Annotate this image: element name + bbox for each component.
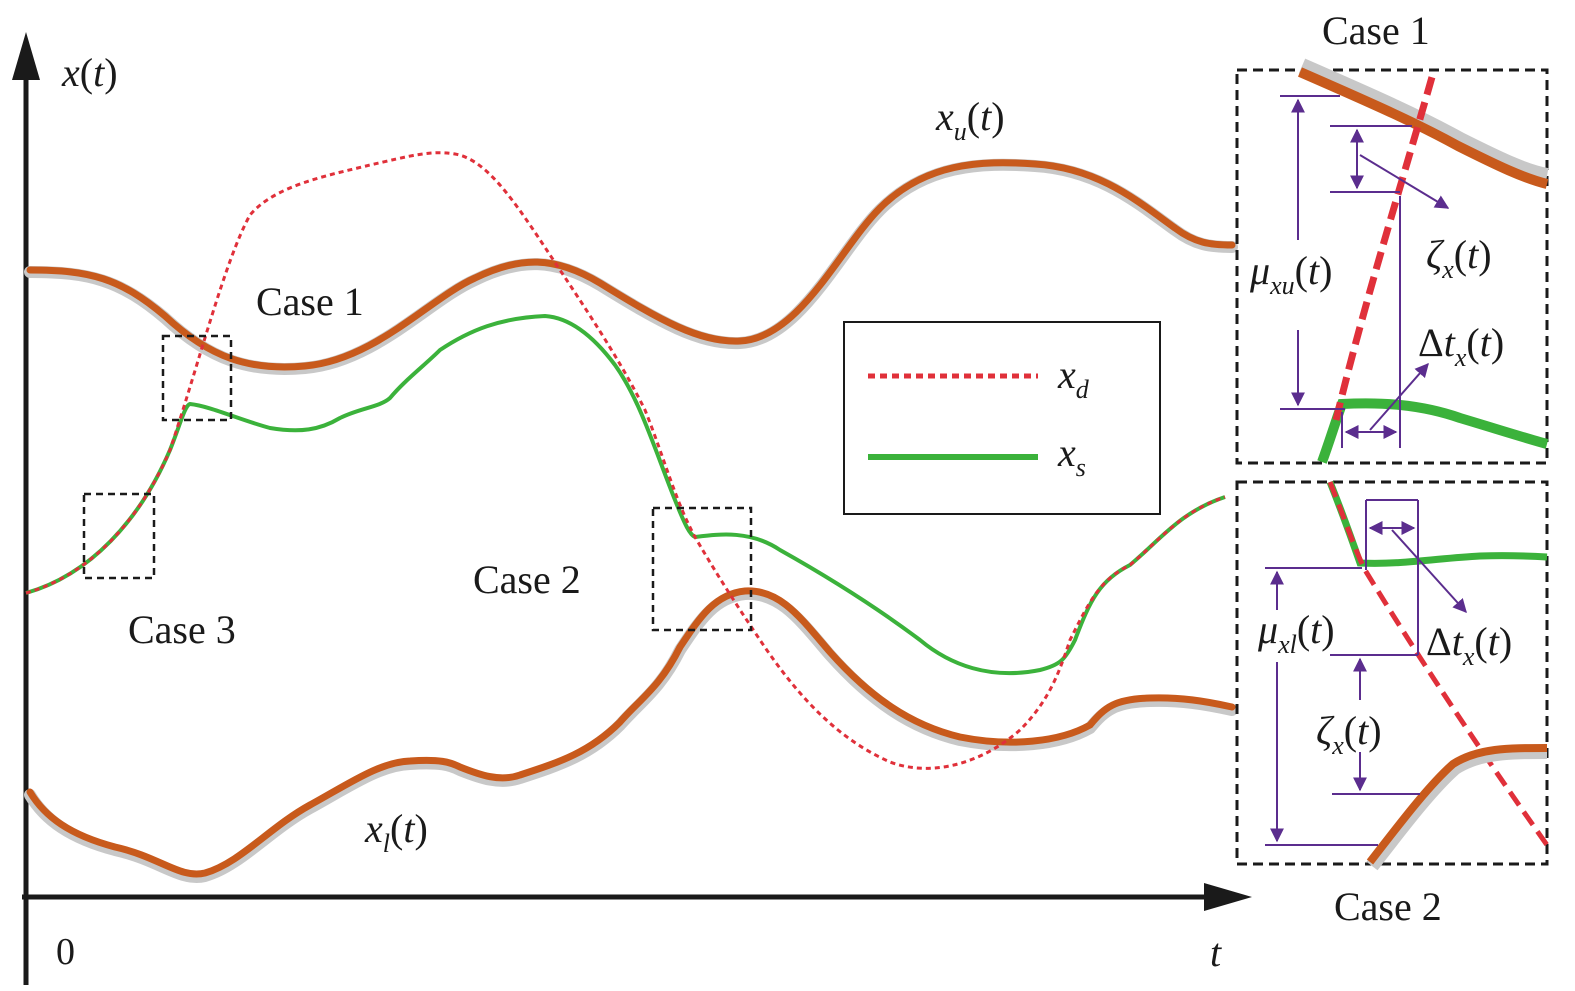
inset-case2-dt-label: Δtx(t) (1426, 619, 1512, 671)
origin-label: 0 (56, 931, 75, 973)
inset-case1-dt-label: Δtx(t) (1418, 320, 1504, 372)
case2-marker-box (651, 506, 753, 632)
inset-case2-mu-label: μxl(t) (1257, 607, 1335, 659)
lower-bound-label: xl(t) (364, 806, 428, 858)
inset-case2-lower-bound-shadow (1366, 745, 1548, 871)
legend-box (843, 321, 1161, 515)
inset-case2-dt-pointer (1391, 529, 1467, 614)
legend-desired-label: xd (1057, 352, 1090, 404)
case2-label: Case 2 (473, 557, 581, 602)
case3-marker-box (82, 492, 156, 580)
inset-case1: Case 1 μxu(t) ζx(t) Δtx(t) (1235, 8, 1549, 465)
x-axis-label: t (1210, 930, 1222, 975)
inset-case1-box (1235, 68, 1549, 465)
lower-bound-line (26, 587, 1236, 878)
inset-case2-title: Case 2 (1334, 884, 1442, 929)
legend-safe-label: xs (1057, 430, 1086, 482)
inset-case2-safe-line (1326, 480, 1548, 567)
inset-case1-safe-line (1317, 398, 1549, 464)
inset-case2-zeta-label: ζx(t) (1316, 708, 1382, 760)
case1-marker-box (161, 334, 233, 422)
x-axis-arrowhead (1204, 883, 1252, 911)
case1-label: Case 1 (256, 279, 364, 324)
inset-case1-desired-line (1332, 69, 1438, 421)
inset-case2: Case 2 Δtx(t) μxl(t) ζx(t) (1235, 480, 1550, 929)
upper-bound-curve (24, 158, 1238, 375)
inset-case2-lower-bound-line (1366, 744, 1548, 865)
y-axis-label: x(t) (61, 50, 118, 95)
inset-case1-upper-bound-shadow (1298, 58, 1549, 184)
inset-case1-zeta-label: ζx(t) (1426, 232, 1492, 284)
inset-case2-desired-line (1327, 481, 1550, 847)
legend: xd xs (843, 321, 1161, 515)
inset-case1-title: Case 1 (1322, 8, 1430, 53)
inset-case1-upper-bound-line (1298, 67, 1549, 189)
inset-case1-mu-label: μxu(t) (1249, 248, 1332, 300)
upper-bound-label: xu(t) (935, 94, 1005, 146)
inset-case1-dt-pointer (1369, 362, 1429, 431)
case3-label: Case 3 (128, 607, 236, 652)
safe-trajectory-line (25, 313, 1226, 676)
lower-bound-curve (24, 587, 1238, 883)
upper-bound-line (26, 159, 1236, 371)
y-axis-arrowhead (12, 32, 40, 80)
axes (12, 32, 1252, 985)
inset-case2-box (1235, 480, 1549, 866)
inset-case1-zeta-pointer (1359, 154, 1450, 209)
